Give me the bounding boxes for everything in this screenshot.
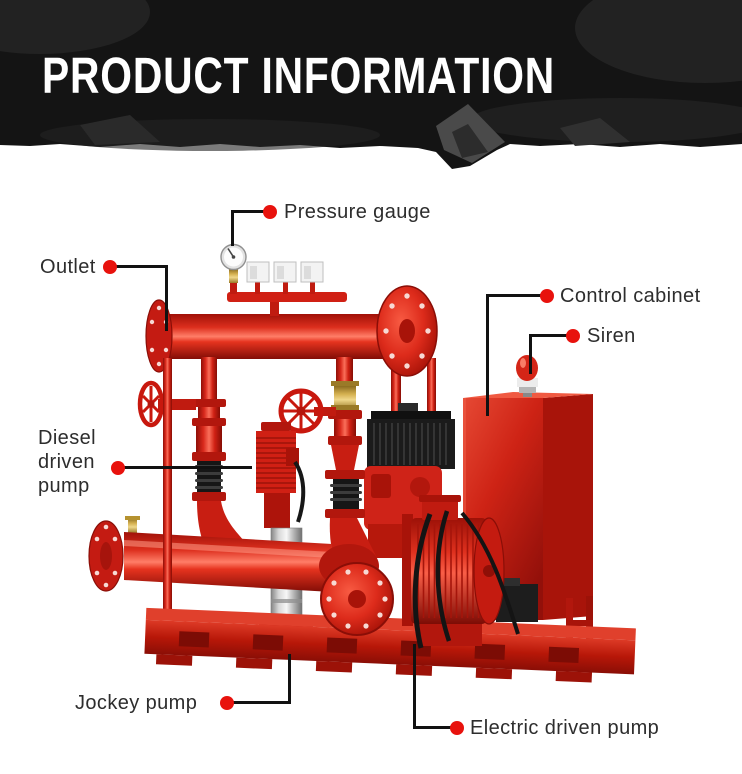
leader-line [529,334,568,337]
pressure-gauge-assembly [220,243,347,316]
leader-line [529,334,532,374]
leader-line [413,644,416,729]
jockey-pump [256,422,313,643]
callout-dot [103,260,117,274]
leader-line [233,701,291,704]
leader-line [231,210,265,213]
leader-line [486,294,489,416]
callout-dot [111,461,125,475]
electric-motor [402,495,520,649]
pressure-gauge-dial [220,243,247,271]
leader-line [288,654,291,704]
pressure-switches [246,261,324,283]
callout-dot [566,329,580,343]
callout-dot [540,289,554,303]
label-electric-driven-pump: Electric driven pump [470,717,660,739]
left-pipeline [192,357,248,563]
leader-line [165,265,168,331]
label-diesel-driven-pump: Diesel driven pump [38,427,96,497]
support-tube-left [163,358,172,618]
label-control-cabinet: Control cabinet [560,285,701,307]
base-frame [144,607,636,683]
center-handwheel [278,388,336,434]
outlet-header-pipe [145,285,438,377]
leader-line [231,210,234,246]
label-siren: Siren [587,325,636,347]
callout-dot [220,696,234,710]
siren-beacon [516,355,538,397]
leader-line [116,265,168,268]
left-handwheel [137,380,196,428]
leader-line [486,294,542,297]
callout-dot [450,721,464,735]
label-outlet: Outlet [40,256,96,278]
suction-pipe [88,516,332,592]
main-pump-flange-disc [319,544,394,636]
leader-line [124,466,252,469]
leader-line [413,726,453,729]
label-jockey-pump: Jockey pump [75,692,198,714]
callout-dot [263,205,277,219]
label-pressure-gauge: Pressure gauge [284,201,431,223]
